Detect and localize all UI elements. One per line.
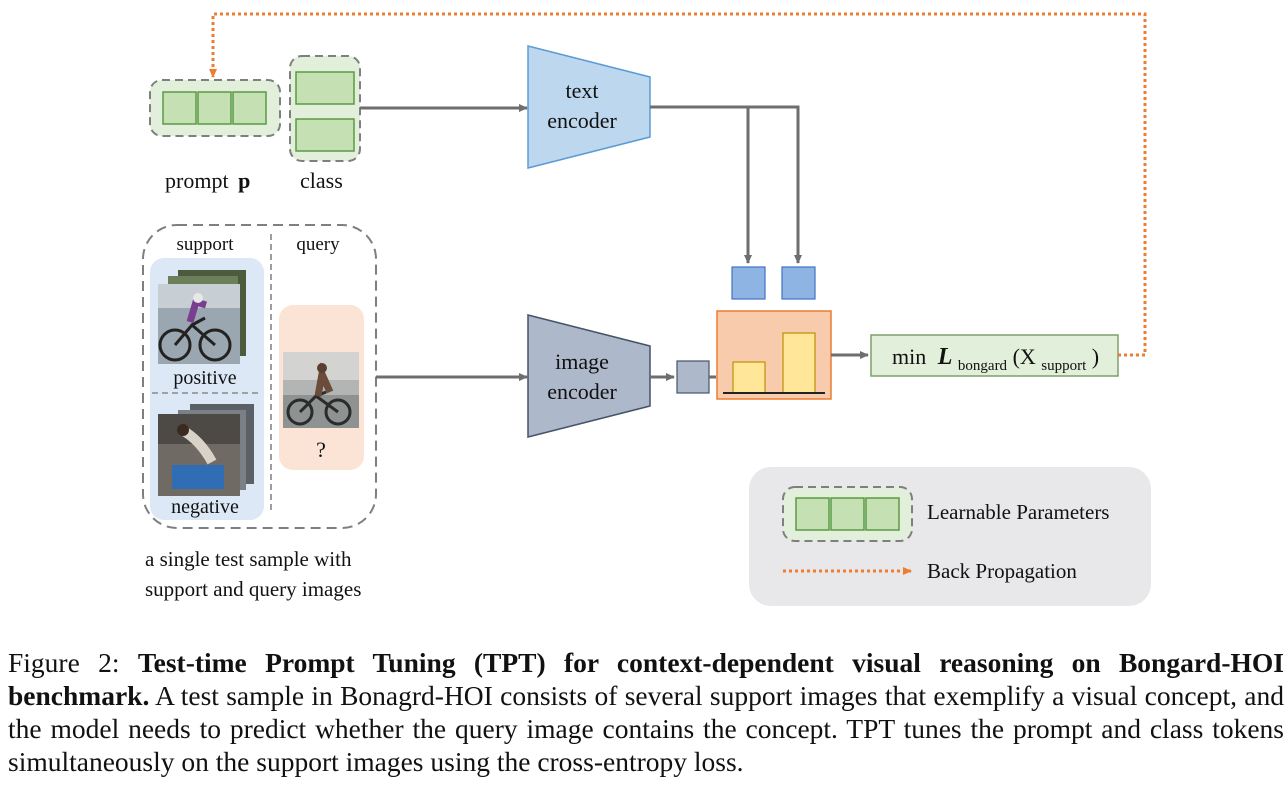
legend-learnable-swatch <box>782 486 913 542</box>
loss-box <box>870 334 1119 377</box>
query-unknown-mark: ? <box>316 437 326 462</box>
arrow-text-feature-2 <box>748 105 802 264</box>
positive-images <box>158 270 246 364</box>
test-sample-panel <box>142 224 377 529</box>
support-label: support <box>177 234 235 255</box>
loss-expression: min L bongard (X support ) <box>892 344 1099 375</box>
figure-label: Figure 2: <box>8 647 120 678</box>
image-encoder <box>527 314 651 438</box>
text-encoder-label-2: encoder <box>547 108 617 133</box>
image-feature <box>676 360 710 394</box>
legend-backprop-label: Back Propagation <box>927 559 1077 583</box>
prompt-tokens <box>149 79 281 137</box>
class-label: class <box>300 168 343 193</box>
text-encoder-label-1: text <box>566 78 599 103</box>
query-image <box>283 352 359 428</box>
arrow-text-feature-1 <box>650 105 752 264</box>
figure-caption: Figure 2: Test-time Prompt Tuning (TPT) … <box>8 646 1284 778</box>
image-encoder-label-2: encoder <box>547 379 617 404</box>
image-encoder-label-1: image <box>555 349 609 374</box>
text-feature <box>731 266 766 300</box>
score-bar-2 <box>782 332 816 394</box>
figure-body: A test sample in Bonagrd-HOI consists of… <box>8 680 1285 777</box>
positive-label: positive <box>173 367 236 389</box>
prompt-token <box>197 91 232 125</box>
text-encoder <box>527 45 651 169</box>
prompt-token <box>232 91 267 125</box>
sample-caption-line1: a single test sample with <box>145 547 352 571</box>
prompt-label: prompt p <box>165 168 250 193</box>
legend-learnable-label: Learnable Parameters <box>927 500 1109 524</box>
sample-caption-line2: support and query images <box>145 577 361 601</box>
negative-images <box>158 404 254 496</box>
negative-label: negative <box>171 496 239 518</box>
class-token <box>295 118 355 152</box>
score-bar-1 <box>732 361 766 394</box>
class-token <box>295 71 355 105</box>
query-label: query <box>296 234 340 255</box>
class-tokens <box>289 55 361 162</box>
figure-title: Test-time Prompt Tuning (TPT) for contex… <box>8 647 1284 711</box>
backprop-arrow <box>209 12 1147 357</box>
tpt-diagram: prompt p class text encoder support quer… <box>142 12 1151 606</box>
prompt-token <box>162 91 197 125</box>
text-feature <box>781 266 816 300</box>
